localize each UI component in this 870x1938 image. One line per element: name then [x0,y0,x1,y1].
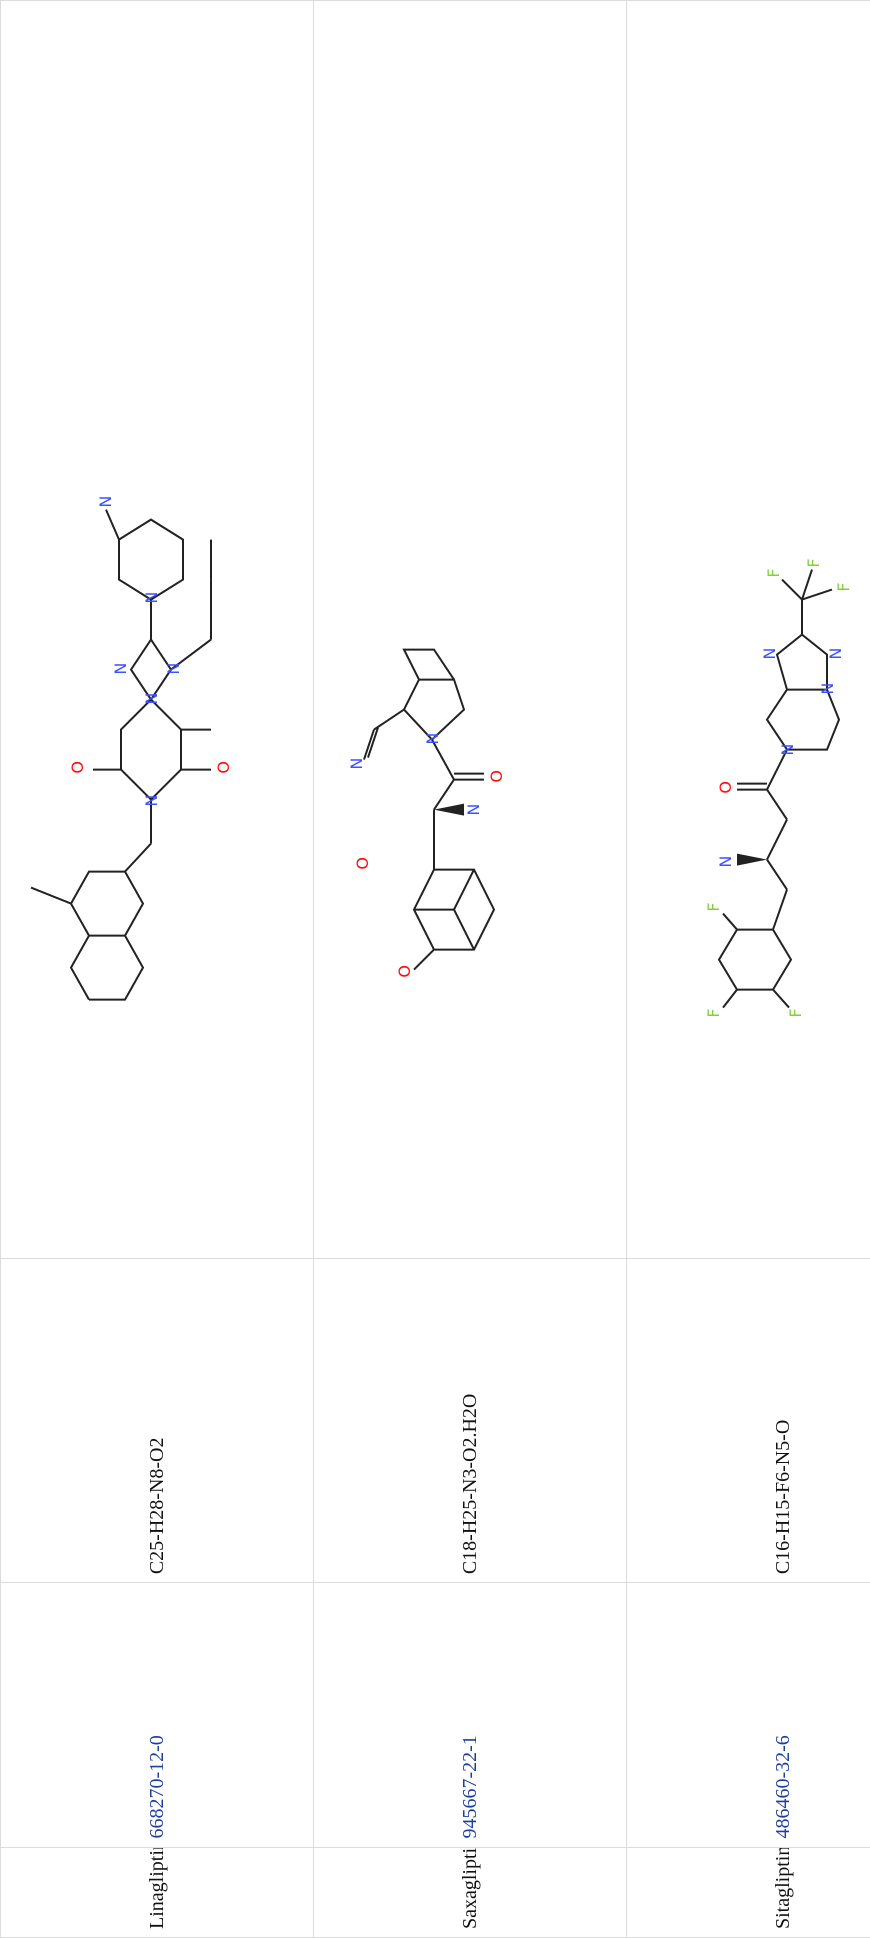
atom-n: N [826,647,845,659]
formula-cell: C18-H25-N3-O2.H2O [313,1258,627,1583]
atom-n: N [716,855,735,867]
atom-n: N [464,803,483,815]
atom-f: F [764,568,783,577]
atom-o: O [487,770,506,783]
atom-o: O [214,761,233,774]
cas-link[interactable]: 668270-12-0 [145,1735,168,1839]
molecular-formula: C25-H28-N8-O2 [145,1437,168,1575]
formula-cell: C25-H28-N8-O2 [0,1258,314,1583]
molecular-formula: C16-H15-F6-N5-O [771,1419,794,1575]
cas-link[interactable]: 486460-32-6 [771,1735,794,1839]
atom-n: N [142,794,161,806]
drug-name: Saxagliptin [458,1847,481,1929]
cas-cell: 945667-22-1 [313,1582,627,1848]
atom-o: O [395,965,414,978]
drug-name-cell: Linagliptin [0,1847,314,1938]
saxagliptin-structure-image: N N N O O O [347,648,506,978]
atom-n: N [778,743,797,755]
structure-cell: N N N N N O F F F F F F [626,0,870,1259]
drug-name-cell: Sitagliptin [626,1847,870,1938]
atom-o: O [68,761,87,774]
atom-n: N [760,647,779,659]
atom-f: F [704,902,723,911]
structure-cell: N N N O O O [313,0,627,1259]
atom-f: F [704,1008,723,1017]
atom-f: F [786,1008,805,1017]
atom-n: N [142,692,161,704]
atom-n: N [96,495,115,507]
formula-cell: C16-H15-F6-N5-O [626,1258,870,1583]
atom-n: N [142,591,161,603]
linagliptin-structure-image: O O N N N N N N [30,495,233,1001]
sitagliptin-structure-image: N N N N N O F F F F F F [704,558,853,1017]
cas-cell: 668270-12-0 [0,1582,314,1848]
table-row: Linagliptin 668270-12-0 C25-H28-N8-O2 [0,0,314,1938]
cas-cell: 486460-32-6 [626,1582,870,1848]
atom-n: N [111,662,130,674]
cas-link[interactable]: 945667-22-1 [458,1735,481,1839]
atom-f: F [834,582,853,591]
drug-name-cell: Saxagliptin [313,1847,627,1938]
drug-name: Sitagliptin [771,1847,794,1929]
atom-f: F [804,558,823,567]
structure-cell: O O N N N N N N [0,0,314,1259]
table-row: Saxagliptin 945667-22-1 C18-H25-N3-O2.H2… [313,0,627,1938]
atom-n: N [818,682,837,694]
atom-n: N [423,732,442,744]
drug-name: Linagliptin [145,1847,168,1929]
atom-n: N [347,757,366,769]
molecular-formula: C18-H25-N3-O2.H2O [458,1393,481,1575]
atom-o: O [716,781,735,794]
table-row: Sitagliptin 486460-32-6 C16-H15-F6-N5-O [626,0,870,1938]
atom-n: N [164,662,183,674]
water-o: O [353,857,372,870]
